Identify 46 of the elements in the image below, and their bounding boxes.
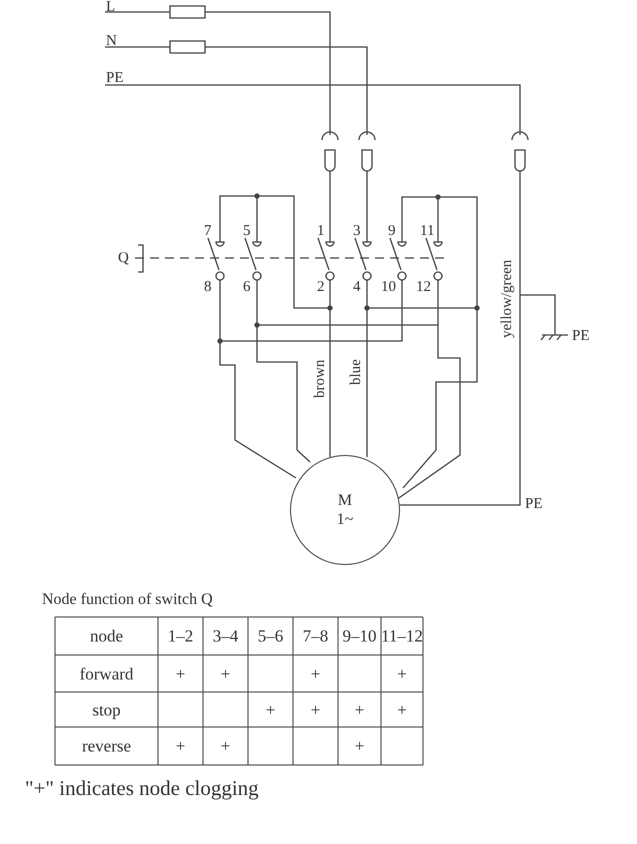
terminal-number: 4 <box>353 280 360 295</box>
terminal-number: 3 <box>353 224 360 239</box>
row-header: reverse <box>82 738 132 754</box>
plus-mark: + <box>220 665 230 682</box>
terminal-number: 5 <box>243 224 250 239</box>
column-header: node <box>90 628 124 644</box>
column-header: 7–8 <box>302 628 328 644</box>
terminal-number: 11 <box>420 224 434 239</box>
terminal-number: 10 <box>381 280 396 295</box>
plus-mark: + <box>397 701 407 718</box>
caption: "+" indicates node clogging <box>25 778 259 799</box>
terminal-number: 1 <box>317 224 324 239</box>
plus-mark: + <box>310 701 320 718</box>
column-header: 11–12 <box>381 628 423 644</box>
terminal-number: 12 <box>416 280 431 295</box>
plus-mark: + <box>310 665 320 682</box>
column-header: 1–2 <box>168 628 194 644</box>
terminal-number: 2 <box>317 280 324 295</box>
terminal-number: 7 <box>204 224 212 239</box>
column-header: 3–4 <box>212 628 238 644</box>
earth-label: PE <box>525 497 543 512</box>
row-header: stop <box>92 701 121 718</box>
plus-mark: + <box>354 701 364 718</box>
plus-mark: + <box>176 738 186 754</box>
wire-label: PE <box>106 71 124 86</box>
motor-label: 1~ <box>336 510 354 530</box>
wire-color-label: blue <box>349 359 364 385</box>
switch-label: Q <box>118 251 129 266</box>
column-header: 9–10 <box>342 628 376 644</box>
plus-mark: + <box>354 738 364 754</box>
table-title: Node function of switch Q <box>42 592 213 608</box>
earth-label: PE <box>572 329 590 344</box>
plus-mark: + <box>220 738 230 754</box>
plus-mark: + <box>176 665 186 682</box>
wire-color-label: yellow/green <box>500 260 515 338</box>
terminal-number: 9 <box>388 224 396 239</box>
motor-label: M <box>338 490 352 510</box>
terminal-number: 6 <box>243 280 250 295</box>
row-header: forward <box>80 665 134 682</box>
wire-color-label: brown <box>313 360 328 398</box>
plus-mark: + <box>266 701 276 718</box>
wire-label: L <box>106 0 116 15</box>
wire-label: N <box>106 34 117 49</box>
column-header: 5–6 <box>258 628 284 644</box>
plus-mark: + <box>397 665 407 682</box>
terminal-number: 8 <box>204 280 212 295</box>
